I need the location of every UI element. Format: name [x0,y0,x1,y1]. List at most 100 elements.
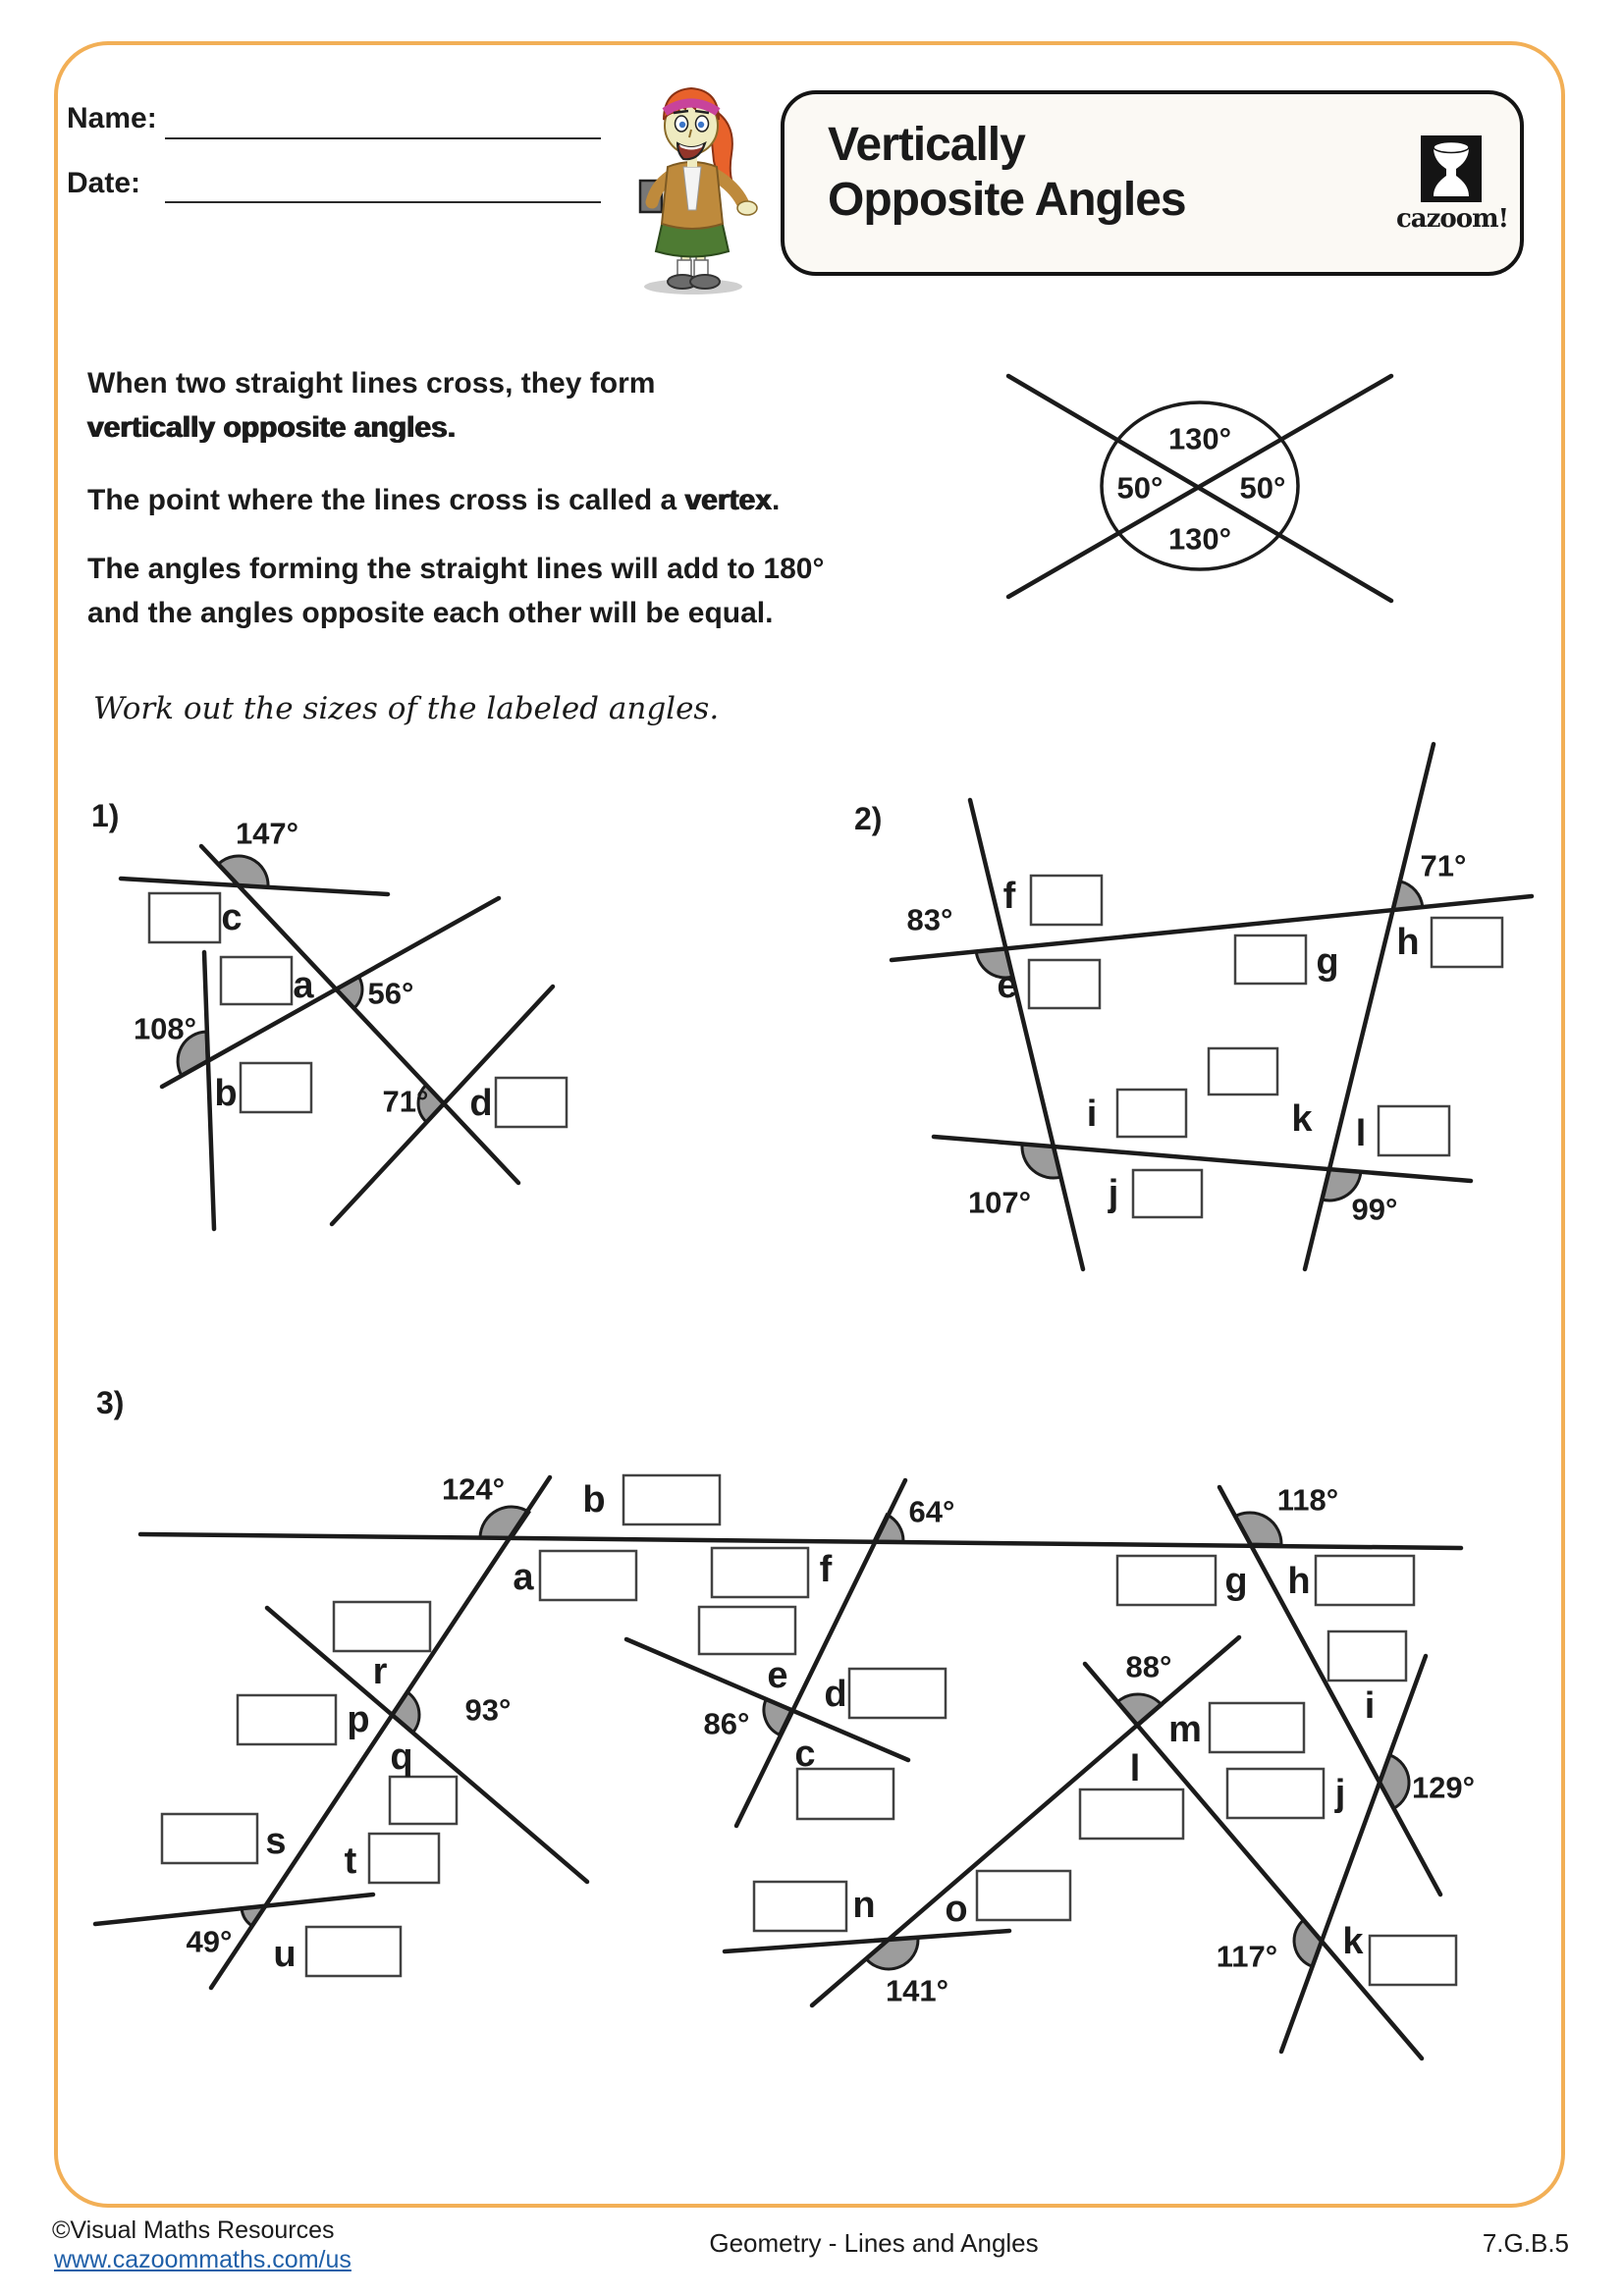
problem-3-answer-box[interactable] [332,1600,432,1653]
problem-2-answer-box[interactable] [1207,1046,1279,1096]
page-title-line2: Opposite Angles [828,174,1187,226]
problem-3-angle-value: 141° [886,1974,948,2008]
problem-3-angle-letter: q [390,1736,412,1778]
problem-3-angle-letter: i [1365,1685,1376,1727]
footer-copyright: ©Visual Maths Resources [52,2216,335,2244]
problem-2-angle-letter: f [1003,876,1016,917]
problem-3-answer-box[interactable] [538,1549,638,1602]
problem-3-line [809,1634,1242,2008]
footer-website-link[interactable]: www.cazoommaths.com/us [54,2246,352,2273]
problem-1-line [118,876,391,897]
problem-3-angle-letter: m [1168,1709,1202,1750]
problem-2-answer-box[interactable] [1027,958,1102,1010]
problem-3-answer-box[interactable] [710,1546,810,1599]
problem-1-line [159,895,502,1090]
problem-3-answer-box[interactable] [847,1667,947,1720]
problem-3-answer-box[interactable] [1225,1767,1326,1820]
problem-3-angle-value: 88° [1126,1650,1172,1684]
problem-3-line [623,1636,911,1763]
problem-3-answer-box[interactable] [236,1693,338,1746]
name-fill-line[interactable] [165,137,601,139]
page-border-frame [54,41,1565,2208]
problem-3-angle-value: 86° [704,1707,750,1741]
mascot-illustration [638,86,758,294]
mascot-headband [662,98,721,116]
problem-3-angle-value: 93° [465,1693,512,1728]
problem-1-angle-value: 147° [236,817,298,851]
problem-3-angle-letter: b [582,1479,605,1521]
problem-3-answer-box[interactable] [160,1812,259,1865]
intro-paragraph-2: The point where the lines cross is calle… [87,478,780,522]
example-angle-value: 130° [1168,422,1231,456]
example-angle-value: 130° [1168,522,1231,557]
problem-2-answer-box[interactable] [1029,874,1104,927]
problem-3-angle-letter: t [345,1841,357,1882]
problem-3-angle-letter: c [794,1734,815,1775]
date-fill-line[interactable] [165,201,601,203]
problem-3-angle-letter: p [347,1699,369,1740]
problem-1-angle-letter: b [214,1073,237,1114]
problem-2-angle-arc [1320,1167,1363,1202]
problem-3-answer-box[interactable] [1368,1934,1458,1987]
problem-3-line [722,1928,1012,1954]
date-label: Date: [67,167,141,199]
problem-3-angle-letter: l [1130,1748,1141,1789]
problem-3-answer-box[interactable] [1078,1788,1185,1841]
problem-1-angle-arc [216,854,270,889]
page-title-line1: Vertically [828,119,1026,171]
problem-1-line [198,843,521,1186]
problem-2-answer-box[interactable] [1430,916,1504,969]
problem-1-answer-box[interactable] [147,891,222,944]
problem-2-answer-box[interactable] [1131,1168,1204,1219]
problem-1-answer-box[interactable] [219,955,294,1006]
problem-2-answer-box[interactable] [1233,934,1308,986]
problem-3-angle-arc [864,1936,920,1971]
problem-3-line [92,1892,376,1927]
name-label: Name: [67,102,157,134]
problem-3-angle-letter: r [373,1651,388,1692]
problem-3-answer-box[interactable] [304,1925,403,1978]
problem-3-angle-value: 118° [1277,1483,1338,1518]
problem-2-angle-letter: k [1291,1098,1313,1140]
problem-3-answer-box[interactable] [697,1605,797,1656]
problem-2-line [931,1134,1474,1184]
problem-3-answer-box[interactable] [1115,1554,1218,1607]
problem-1-line [201,949,217,1232]
problem-3-answer-box[interactable] [1326,1629,1408,1682]
example-line [1005,373,1394,600]
problem-3-answer-box[interactable] [622,1473,722,1526]
title-box: Vertically Opposite Angles [781,90,1524,276]
problem-3-answer-box[interactable] [795,1767,895,1821]
problem-2-angle-letter: e [997,965,1017,1006]
problem-1-angle-value: 71° [383,1085,429,1119]
problem-3-answer-box[interactable] [1314,1554,1416,1607]
problem-3-number: 3) [96,1385,124,1420]
problem-3-answer-box[interactable] [388,1775,459,1826]
problem-3-angle-letter: o [945,1889,967,1930]
problem-3-angle-arc [1378,1752,1411,1811]
problem-3-answer-box[interactable] [367,1832,441,1885]
problem-3-angle-letter: h [1287,1561,1310,1602]
problem-3-answer-box[interactable] [752,1880,848,1933]
intro-p3-line2: and the angles opposite each other will … [87,597,774,629]
problem-3-answer-box[interactable] [1208,1701,1306,1754]
footer-standard-code: 7.G.B.5 [1482,2228,1569,2258]
intro-p1-line2: vertically opposite angles. [87,411,457,444]
problem-2-angle-value: 107° [968,1186,1031,1220]
intro-paragraph-3: The angles forming the straight lines wi… [87,547,824,635]
problem-3-answer-box[interactable] [975,1869,1072,1922]
problem-1-angle-value: 56° [368,977,414,1011]
problem-2-answer-box[interactable] [1377,1104,1451,1157]
problem-2-angle-letter: j [1108,1173,1119,1214]
problem-1-answer-box[interactable] [239,1061,313,1114]
problem-3-angle-value: 124° [442,1472,505,1507]
intro-p2-post: . [771,484,781,516]
problem-2-number: 2) [854,801,882,836]
problem-3-line [1278,1653,1429,2055]
problem-3-angle-letter: a [513,1557,534,1598]
problem-2-answer-box[interactable] [1115,1088,1188,1139]
problem-2-line [967,797,1086,1272]
problem-3-angle-letter: u [273,1934,296,1975]
problem-1-answer-box[interactable] [494,1076,568,1129]
